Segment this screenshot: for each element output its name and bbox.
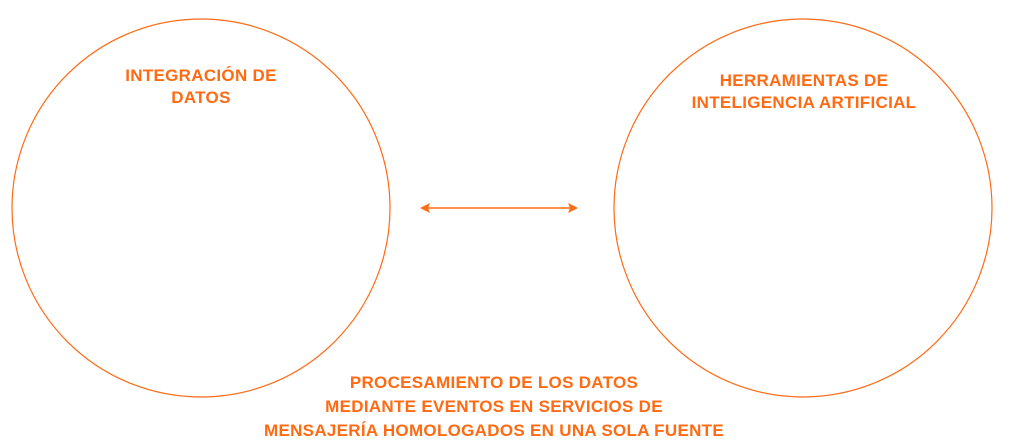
bottom-label: PROCESAMIENTO DE LOS DATOS MEDIANTE EVEN… xyxy=(194,371,794,443)
double-arrow xyxy=(420,203,578,213)
right-circle-title: HERRAMIENTAS DE INTELIGENCIA ARTIFICIAL xyxy=(640,70,968,114)
left-circle-title: INTEGRACIÓN DE DATOS xyxy=(60,65,342,109)
bottom-label-line: MEDIANTE EVENTOS EN SERVICIOS DE xyxy=(325,397,663,416)
left-title-line: INTEGRACIÓN DE xyxy=(125,66,277,85)
right-title-line: INTELIGENCIA ARTIFICIAL xyxy=(691,93,917,112)
left-circle xyxy=(11,18,391,398)
right-circle xyxy=(613,18,993,398)
bottom-label-line: PROCESAMIENTO DE LOS DATOS xyxy=(349,373,639,392)
bottom-label-line: MENSAJERÍA HOMOLOGADOS EN UNA SOLA FUENT… xyxy=(264,421,724,440)
right-title-line: HERRAMIENTAS DE xyxy=(719,71,889,90)
left-title-line: DATOS xyxy=(171,88,231,107)
